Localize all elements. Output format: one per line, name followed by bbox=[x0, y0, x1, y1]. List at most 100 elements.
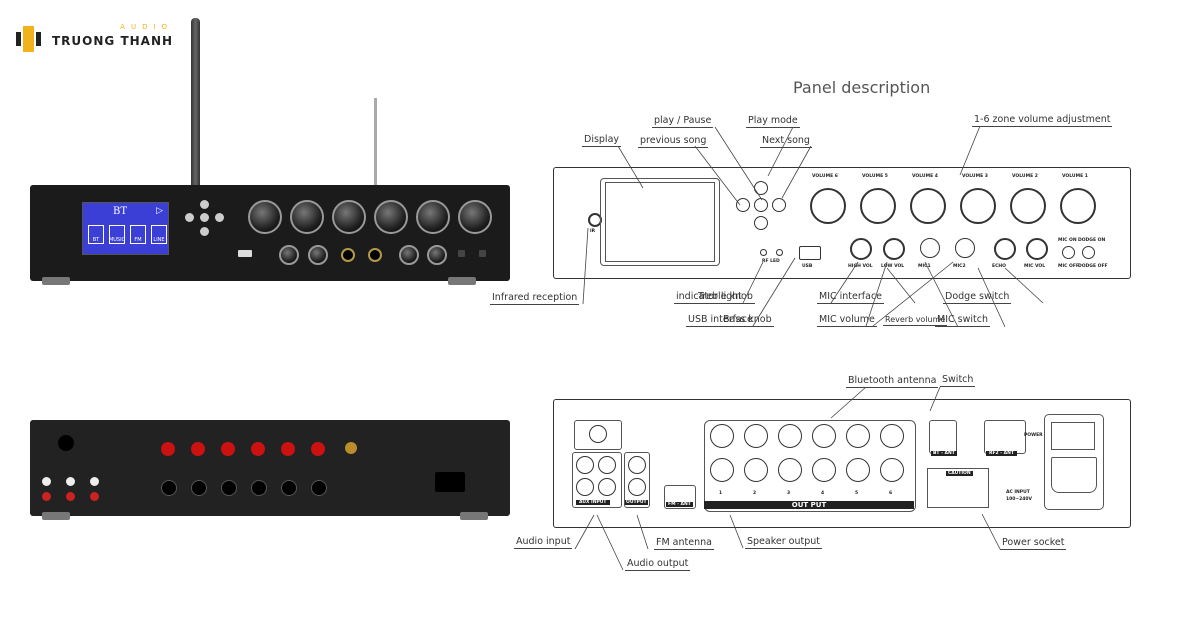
callout-play-mode: Play mode bbox=[746, 115, 800, 128]
volume-knob-6[interactable] bbox=[810, 188, 846, 224]
photo-mic2-jack bbox=[368, 248, 382, 262]
callout-zone-volume: 1-6 zone volume adjustment bbox=[972, 114, 1113, 127]
low-vol-knob-label: LOW VOL bbox=[881, 264, 905, 269]
mic1-jack[interactable] bbox=[920, 238, 940, 258]
ir-sensor bbox=[588, 213, 602, 227]
panel-description-title: Panel description bbox=[793, 78, 931, 97]
photo-black-post-2 bbox=[191, 480, 207, 496]
callout-fm-antenna: FM antenna bbox=[654, 537, 714, 550]
low-vol-knob[interactable] bbox=[883, 238, 905, 260]
callout-infrared: Infrared reception bbox=[490, 292, 580, 305]
echo-knob[interactable] bbox=[994, 238, 1016, 260]
photo-bt-ant-connector bbox=[345, 442, 357, 454]
mic2-jack[interactable] bbox=[955, 238, 975, 258]
photo-rca-red-2 bbox=[66, 492, 75, 501]
photo-btn-down bbox=[200, 227, 209, 236]
callout-usb-interface: USB interface bbox=[686, 314, 755, 327]
speaker-number-6: 6 bbox=[889, 491, 893, 496]
fm-ant-label: FM - ANT bbox=[666, 502, 693, 507]
photo-red-post-1 bbox=[161, 442, 175, 456]
volume-label-4: VOLUME 4 bbox=[912, 174, 938, 179]
mic-vol-knob[interactable] bbox=[1026, 238, 1048, 260]
photo-mic-switch bbox=[458, 250, 465, 257]
speaker-output-box bbox=[704, 420, 916, 512]
mic2-jack-label: MIC2 bbox=[953, 264, 966, 269]
rear-panel-diagram: AUX INPUT OUTPUT FM - ANT OUT PUT BT - A… bbox=[553, 399, 1131, 528]
dodge-switch-on-label: DODGE ON bbox=[1078, 238, 1106, 243]
volume-knob-1[interactable] bbox=[1060, 188, 1096, 224]
bt-ant-left-box bbox=[574, 420, 622, 450]
play-arrow-icon: ▷ bbox=[156, 206, 163, 216]
callout-dodge-switch: Dodge switch bbox=[943, 291, 1012, 304]
rf-led-1 bbox=[760, 249, 767, 256]
brand-name: TRUONG THANH bbox=[52, 33, 174, 48]
mic-switch-off-label: MIC OFF bbox=[1058, 264, 1079, 269]
rca-jack-4 bbox=[598, 478, 616, 496]
volume-knob-2[interactable] bbox=[1010, 188, 1046, 224]
dodge-switch-off-label: DODGE OFF bbox=[1078, 264, 1108, 269]
callout-display: Display bbox=[582, 134, 622, 147]
callout-mic-volume: MIC volume bbox=[817, 314, 877, 327]
lcd-icon-line: LINE bbox=[151, 225, 167, 244]
photo-dodge-switch bbox=[479, 250, 486, 257]
usb-port bbox=[799, 246, 821, 260]
rear-device-photo bbox=[30, 420, 510, 520]
photo-red-post-5 bbox=[281, 442, 295, 456]
speaker-post-4-bottom bbox=[812, 458, 836, 482]
display-screen bbox=[605, 182, 715, 262]
wifi-antenna bbox=[191, 18, 200, 186]
speaker-post-6-top bbox=[880, 424, 904, 448]
mic1-jack-label: MIC1 bbox=[918, 264, 931, 269]
out-put-label: OUT PUT bbox=[704, 501, 914, 509]
caution-title: CAUTION bbox=[946, 471, 973, 476]
photo-foot-right bbox=[448, 277, 476, 285]
rca-jack-3 bbox=[576, 478, 594, 496]
lcd-display: BT ▷ BT MUSIC FM LINE bbox=[82, 202, 169, 255]
callout-audio-output: Audio output bbox=[625, 558, 691, 571]
photo-black-post-5 bbox=[281, 480, 297, 496]
photo-rca-red-3 bbox=[90, 492, 99, 501]
volume-knob-3[interactable] bbox=[960, 188, 996, 224]
power-label: POWER bbox=[1024, 433, 1043, 438]
dodge-switch[interactable] bbox=[1082, 246, 1095, 259]
power-switch[interactable] bbox=[1051, 422, 1095, 450]
volume-label-2: VOLUME 2 bbox=[1012, 174, 1038, 179]
caution-label-box bbox=[927, 468, 989, 508]
photo-knob-echo bbox=[399, 245, 419, 265]
speaker-post-2-bottom bbox=[744, 458, 768, 482]
photo-red-post-3 bbox=[221, 442, 235, 456]
high-vol-knob[interactable] bbox=[850, 238, 872, 260]
speaker-post-6-bottom bbox=[880, 458, 904, 482]
speaker-number-1: 1 bbox=[719, 491, 723, 496]
photo-knob-vol1 bbox=[458, 200, 492, 234]
rf2-ant-label: RF2 - ANT bbox=[986, 451, 1017, 456]
photo-knob-vol3 bbox=[374, 200, 408, 234]
front-device-photo: BT ▷ BT MUSIC FM LINE bbox=[30, 185, 510, 285]
power-socket bbox=[1051, 457, 1097, 493]
photo-black-post-1 bbox=[161, 480, 177, 496]
ac-input-label: AC INPUT bbox=[1006, 490, 1030, 495]
volume-knob-4[interactable] bbox=[910, 188, 946, 224]
rca-jack-1 bbox=[576, 456, 594, 474]
callout-power-socket: Power socket bbox=[1000, 537, 1067, 550]
power-module bbox=[1044, 414, 1104, 510]
fm-antenna-rod bbox=[374, 98, 377, 186]
rf-led-label: RF LED bbox=[762, 259, 780, 264]
speaker-number-5: 5 bbox=[855, 491, 859, 496]
photo-knob-high bbox=[279, 245, 299, 265]
mic-switch-on-label: MIC ON bbox=[1058, 238, 1077, 243]
photo-rear-foot-left bbox=[42, 512, 70, 520]
lcd-mode: BT bbox=[113, 206, 128, 217]
speaker-post-3-top bbox=[778, 424, 802, 448]
photo-rear-bt-port bbox=[58, 435, 74, 451]
callout-mic-switch: MIC switch bbox=[935, 314, 990, 327]
photo-rca-red-1 bbox=[42, 492, 51, 501]
echo-knob-label: ECHO bbox=[992, 264, 1006, 269]
volume-knob-5[interactable] bbox=[860, 188, 896, 224]
photo-black-post-4 bbox=[251, 480, 267, 496]
output-label: OUTPUT bbox=[625, 500, 648, 505]
return-button bbox=[754, 216, 768, 230]
fm-ant-box bbox=[664, 485, 696, 509]
volume-label-5: VOLUME 5 bbox=[862, 174, 888, 179]
mic-switch[interactable] bbox=[1062, 246, 1075, 259]
